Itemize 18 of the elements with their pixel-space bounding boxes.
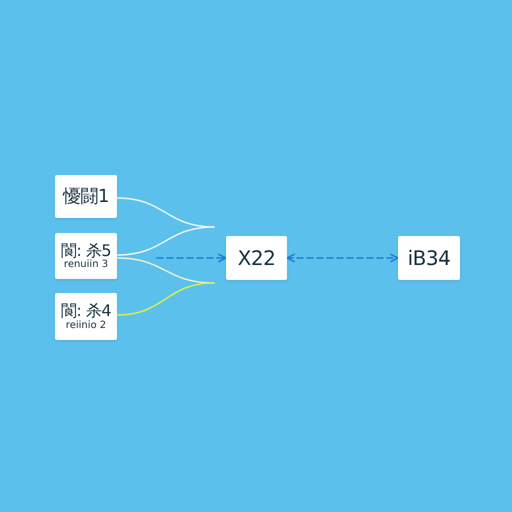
connector-line xyxy=(116,226,215,256)
node-label: 懮闘1 xyxy=(63,186,109,206)
process-box xyxy=(226,236,287,280)
connector-line xyxy=(116,197,215,228)
node-label: 閬: 杀5 xyxy=(60,242,112,260)
process-box xyxy=(55,233,117,279)
node-label: iB34 xyxy=(408,247,450,269)
node-label: 閬: 杀4 xyxy=(60,302,112,320)
node-sublabel: reiinio 2 xyxy=(66,320,106,331)
process-box xyxy=(55,293,117,340)
node-label: X22 xyxy=(238,247,276,269)
node-sublabel: renuiin 3 xyxy=(64,259,108,270)
arrow xyxy=(286,253,399,263)
arrow xyxy=(156,253,227,263)
process-box xyxy=(398,236,460,280)
process-box xyxy=(55,175,117,218)
connector-line xyxy=(116,257,215,284)
connector-line xyxy=(116,282,215,316)
